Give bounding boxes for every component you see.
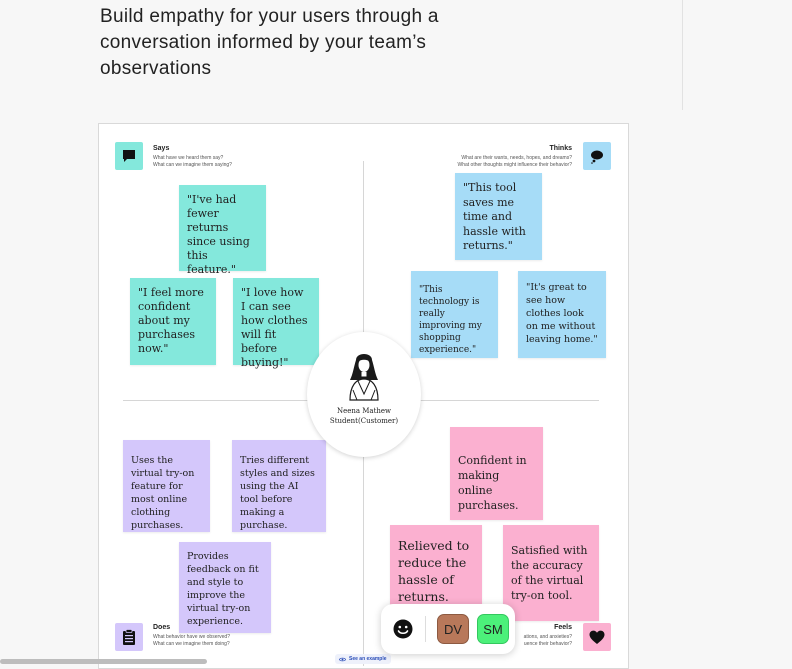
empathy-map-canvas[interactable]: Says What have we heard them say? What c… — [98, 123, 629, 669]
does-title: Does — [153, 624, 171, 631]
persona-name: Neena Mathew — [336, 407, 392, 415]
persona-role: Student(Customer) — [329, 417, 399, 425]
smiley-icon[interactable] — [391, 617, 415, 641]
persona-avatar — [349, 354, 379, 401]
feels-prompt-2: uence their behavior? — [523, 641, 572, 647]
sticky-note-says[interactable]: "I love how I can see how clothes will f… — [233, 278, 319, 369]
thinks-prompt-1: What are their wants, needs, hopes, and … — [461, 155, 572, 161]
sticky-note-says[interactable]: "I feel more confident about my purchase… — [130, 278, 216, 365]
avatar-sm[interactable]: SM — [477, 614, 509, 644]
thinks-prompt-2: What other thoughts might influence thei… — [457, 162, 572, 168]
sticky-note-does[interactable]: Provides feedback on fit and style to im… — [179, 542, 271, 633]
sticky-note-feels[interactable]: Relieved to reduce the hassle of returns… — [390, 525, 482, 614]
sticky-note-says[interactable]: "I've had fewer returns since using this… — [179, 185, 266, 276]
sticky-note-thinks[interactable]: "This tool saves me time and hassle with… — [455, 173, 542, 260]
clipboard-icon — [115, 623, 143, 651]
says-prompt-2: What can we imagine them saying? — [153, 162, 232, 168]
says-prompt-1: What have we heard them say? — [153, 155, 224, 161]
toolbar-separator — [425, 616, 426, 642]
collaboration-toolbar: DV SM — [381, 604, 515, 654]
sticky-note-feels[interactable]: Confident in making online purchases. — [450, 427, 543, 520]
eye-icon — [339, 657, 346, 661]
see-example-link[interactable]: See an example — [335, 654, 391, 664]
feels-prompt-1: ations, and anxieties? — [523, 634, 572, 640]
sticky-note-does[interactable]: Uses the virtual try-on feature for most… — [123, 440, 210, 532]
feels-title: Feels — [554, 624, 572, 631]
thought-cloud-icon — [583, 142, 611, 170]
sticky-note-feels[interactable]: Satisfied with the accuracy of the virtu… — [503, 525, 599, 621]
speech-bubble-icon — [115, 142, 143, 170]
thinks-title: Thinks — [549, 145, 572, 152]
horizontal-scrollbar[interactable] — [0, 659, 207, 664]
does-prompt-1: What behavior have we observed? — [153, 634, 230, 640]
heart-icon — [583, 623, 611, 651]
page-heading: Build empathy for your users through a c… — [100, 6, 439, 79]
sticky-note-thinks[interactable]: "This technology is really improving my … — [411, 271, 498, 358]
persona-circle[interactable]: Neena Mathew Student(Customer) — [307, 332, 421, 457]
sticky-note-thinks[interactable]: "It's great to see how clothes look on m… — [518, 271, 606, 358]
says-title: Says — [153, 145, 170, 152]
sticky-note-does[interactable]: Tries different styles and sizes using t… — [232, 440, 326, 532]
avatar-dv[interactable]: DV — [437, 614, 469, 644]
see-example-label: See an example — [349, 656, 387, 662]
does-prompt-2: What can we imagine them doing? — [153, 641, 230, 647]
panel-divider — [682, 0, 683, 110]
